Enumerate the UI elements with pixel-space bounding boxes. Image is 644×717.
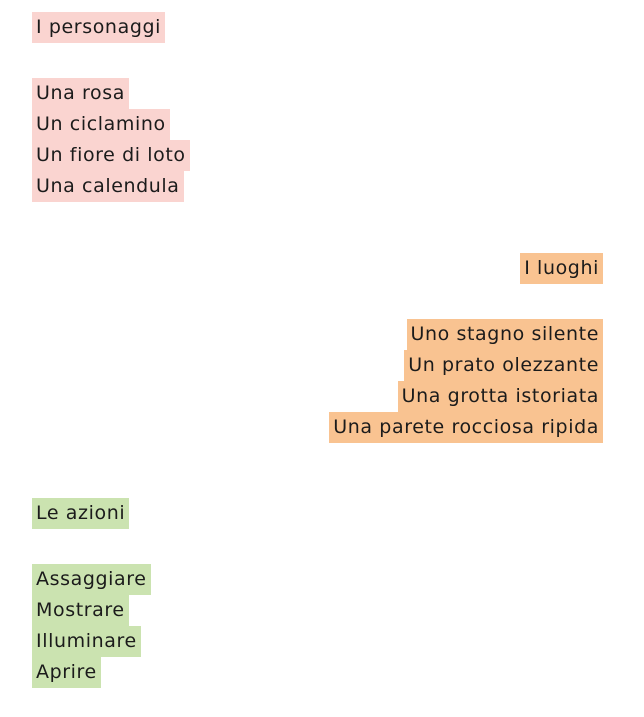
list-item: Un fiore di loto xyxy=(32,140,190,171)
group-places: I luoghi Uno stagno silente Un prato ole… xyxy=(329,253,603,443)
group-characters-title-text: I personaggi xyxy=(32,12,166,43)
group-actions-item-2: Mostrare xyxy=(32,595,129,626)
group-actions-title-text: Le azioni xyxy=(32,498,130,529)
group-characters-item-4: Una calendula xyxy=(32,171,184,202)
list-item: Una calendula xyxy=(32,171,190,202)
group-places-title-block: I luoghi xyxy=(329,253,603,284)
group-actions: Le azioni Assaggiare Mostrare Illuminare… xyxy=(32,498,151,688)
list-item: Una grotta istoriata xyxy=(329,381,603,412)
group-places-title-line: I luoghi xyxy=(329,253,603,284)
list-item: Assaggiare xyxy=(32,564,151,595)
group-actions-list: Assaggiare Mostrare Illuminare Aprire xyxy=(32,564,151,688)
list-item: Un ciclamino xyxy=(32,109,190,140)
list-item: Un prato olezzante xyxy=(329,350,603,381)
group-characters: I personaggi Una rosa Un ciclamino Un fi… xyxy=(32,12,190,202)
group-actions-item-4: Aprire xyxy=(32,657,101,688)
group-places-list: Uno stagno silente Un prato olezzante Un… xyxy=(329,319,603,443)
group-places-item-1: Uno stagno silente xyxy=(406,319,603,350)
group-places-item-2: Un prato olezzante xyxy=(404,350,603,381)
group-actions-title-block: Le azioni xyxy=(32,498,151,529)
list-item: Illuminare xyxy=(32,626,151,657)
list-item: Uno stagno silente xyxy=(329,319,603,350)
list-item: Una parete rocciosa ripida xyxy=(329,412,603,443)
group-characters-item-2: Un ciclamino xyxy=(32,109,170,140)
group-actions-item-3: Illuminare xyxy=(32,626,141,657)
list-item: Aprire xyxy=(32,657,151,688)
list-item: Una rosa xyxy=(32,78,190,109)
group-places-item-4: Una parete rocciosa ripida xyxy=(329,412,603,443)
group-actions-title-line: Le azioni xyxy=(32,498,151,529)
group-characters-item-1: Una rosa xyxy=(32,78,129,109)
group-places-item-3: Una grotta istoriata xyxy=(397,381,603,412)
group-characters-item-3: Un fiore di loto xyxy=(32,140,190,171)
group-characters-list: Una rosa Un ciclamino Un fiore di loto U… xyxy=(32,78,190,202)
list-item: Mostrare xyxy=(32,595,151,626)
group-places-title-text: I luoghi xyxy=(520,253,603,284)
group-actions-item-1: Assaggiare xyxy=(32,564,151,595)
group-characters-title-block: I personaggi xyxy=(32,12,190,43)
group-characters-title-line: I personaggi xyxy=(32,12,190,43)
